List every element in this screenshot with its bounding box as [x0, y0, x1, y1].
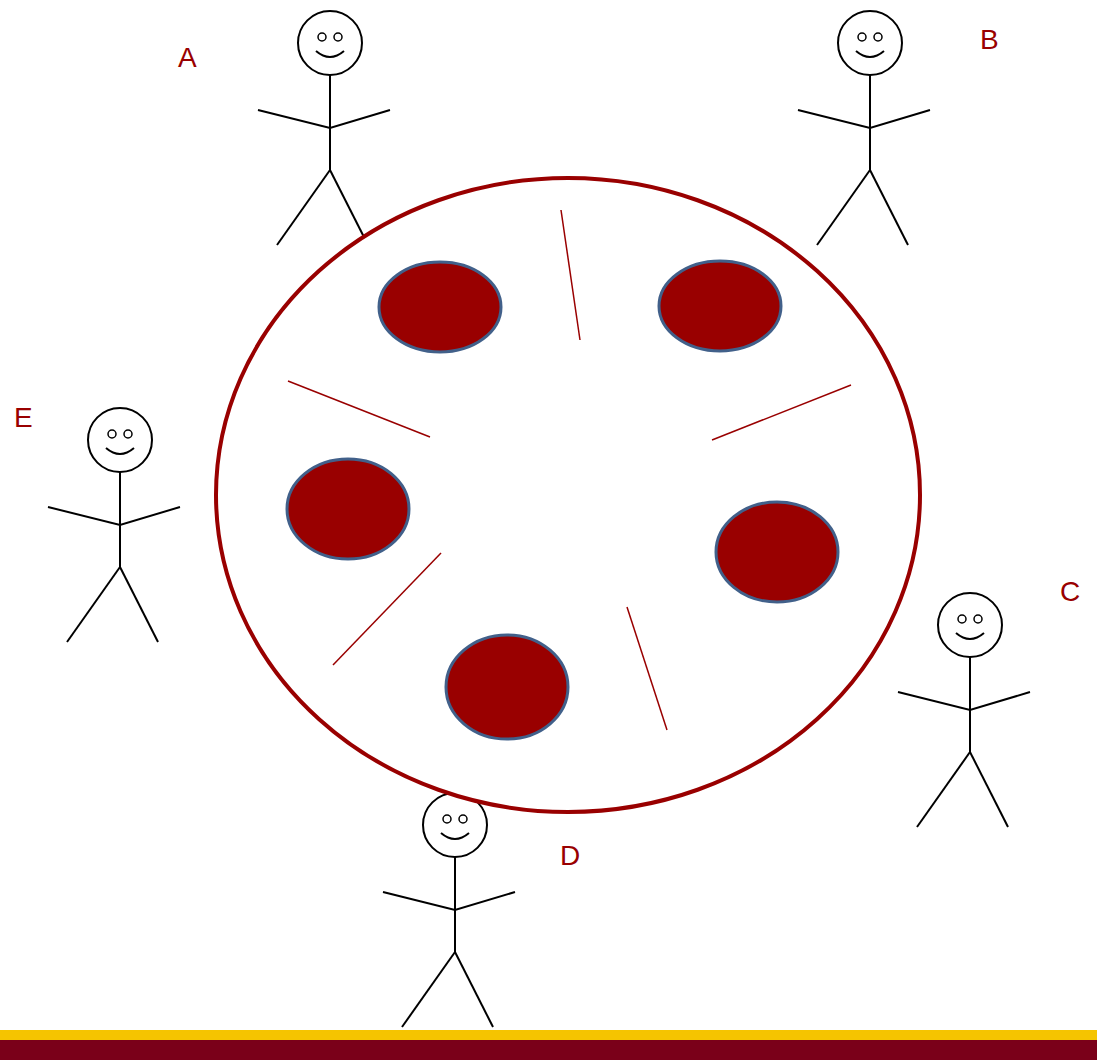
stick-figure	[48, 408, 180, 642]
stick-figure	[383, 793, 515, 1027]
philosopher-label: E	[14, 404, 33, 432]
plate	[716, 502, 838, 602]
plate	[379, 262, 501, 352]
footer-bar-gold	[0, 1030, 1097, 1040]
plate	[287, 459, 409, 559]
philosopher-label: C	[1060, 578, 1080, 606]
chopstick	[333, 553, 441, 665]
chopstick	[288, 381, 430, 437]
plate	[659, 261, 781, 351]
philosopher-label: D	[560, 842, 580, 870]
footer-bar-maroon	[0, 1040, 1097, 1060]
table-outline	[216, 178, 920, 812]
stick-figure	[898, 593, 1030, 827]
chopstick	[627, 607, 667, 730]
stick-figure	[798, 11, 930, 245]
chopstick	[712, 385, 851, 440]
chopstick	[561, 210, 580, 340]
philosopher-label: A	[178, 44, 197, 72]
philosopher-label: B	[980, 26, 999, 54]
plate	[446, 635, 568, 739]
stick-figure	[258, 11, 390, 245]
